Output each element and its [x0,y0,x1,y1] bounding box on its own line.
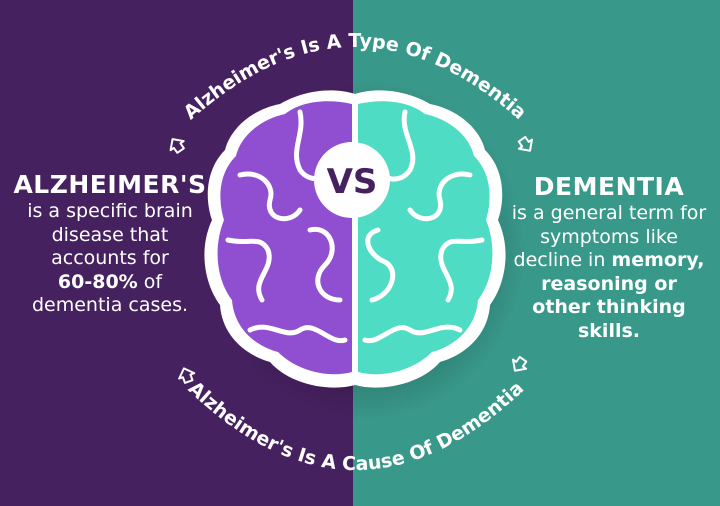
percentage-highlight: 60-80% [57,270,138,293]
arrow-up-left-bottom-icon [178,367,196,384]
dementia-line: decline in memory, [498,249,720,273]
alzheimers-description: ALZHEIMER'S is a specific brain disease … [2,170,218,318]
alzheimers-line: 60-80% of [2,271,218,295]
vs-badge [314,142,390,218]
dementia-highlight: reasoning or [541,272,677,295]
arrow-up-left-icon [169,138,185,154]
alzheimers-line-rest: of [137,270,163,293]
dementia-highlight: memory, [611,249,705,271]
alzheimers-line: is a specific brain [27,200,193,222]
dementia-line: reasoning or [498,273,720,297]
arrow-down-right-bottom-icon [512,355,528,372]
arrow-down-right-icon [517,135,533,152]
dementia-line-start: decline in [513,249,612,271]
dementia-line: symptoms like [540,225,678,248]
dementia-highlight: other thinking skills. [532,296,686,342]
alzheimers-title: ALZHEIMER'S [13,170,207,199]
dementia-line: is a general term for [511,202,707,224]
dementia-line: other thinking skills. [498,296,720,343]
alzheimers-line: disease that [51,223,169,246]
alzheimers-line: accounts for [51,247,169,269]
alzheimers-line: dementia cases. [31,294,189,316]
dementia-title: DEMENTIA [533,172,685,201]
right-hemisphere [358,101,493,375]
dementia-description: DEMENTIA is a general term for symptoms … [498,172,720,343]
vs-label: VS [327,162,378,202]
